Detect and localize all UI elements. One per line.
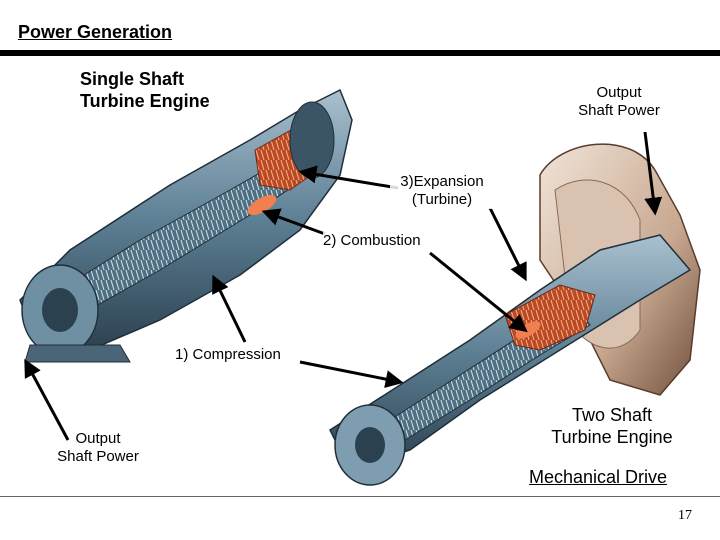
single-shaft-title: Single Shaft Turbine Engine (80, 68, 210, 112)
combustion-arrow-single (261, 208, 326, 236)
output-arrow-single (24, 358, 70, 441)
two-shaft-engine (329, 143, 701, 486)
two-shaft-title-line2: Turbine Engine (551, 427, 673, 447)
callout-arrows (24, 131, 663, 441)
two-shaft-output-line2: Shaft Power (578, 102, 660, 119)
combustion-arrow-two (429, 251, 528, 333)
footer-divider (0, 496, 720, 497)
single-shaft-title-line1: Single Shaft (80, 69, 185, 89)
expansion-label: 3)Expansion (Turbine) (390, 173, 494, 209)
two-shaft-output-line1: Output (596, 84, 642, 101)
mechanical-drive-caption: Mechanical Drive (529, 467, 668, 487)
page-title: Power Generation (18, 22, 173, 42)
two-shaft-title: Two Shaft Turbine Engine (530, 404, 694, 448)
single-shaft-output-line1: Output (75, 430, 121, 447)
output-arrow-two (643, 131, 663, 216)
compression-arrow-single (212, 274, 247, 343)
expansion-arrow-single (298, 165, 399, 190)
combustion-label: 2) Combustion (323, 232, 421, 250)
header-divider (0, 50, 720, 56)
expansion-line1: 3)Expansion (400, 173, 484, 190)
compression-label: 1) Compression (175, 346, 281, 364)
two-shaft-title-line1: Two Shaft (571, 405, 653, 425)
single-shaft-output-line2: Shaft Power (57, 448, 139, 465)
two-shaft-output-label: Output Shaft Power (560, 84, 678, 120)
compression-arrow-two (299, 360, 404, 389)
single-shaft-engine (19, 88, 353, 363)
expansion-line2: (Turbine) (411, 191, 473, 208)
expansion-arrow-two (488, 207, 527, 282)
single-shaft-output-label: Output Shaft Power (46, 430, 150, 466)
page-number: 17 (678, 508, 692, 523)
single-shaft-title-line2: Turbine Engine (80, 91, 210, 111)
